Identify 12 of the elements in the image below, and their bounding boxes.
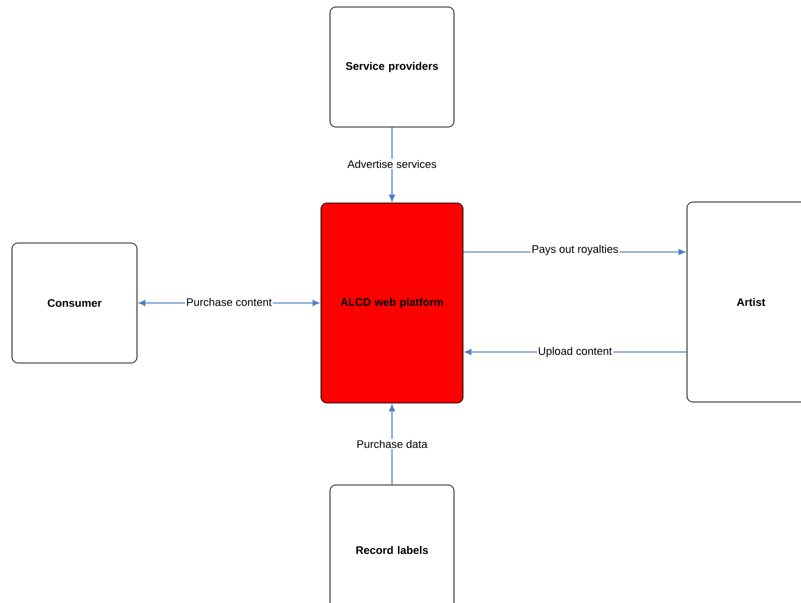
process-box: Service providers (330, 6, 454, 128)
arrow (389, 127, 396, 202)
process-box: Record labels (330, 484, 454, 603)
arrow (389, 404, 396, 485)
process-box: Consumer (12, 242, 138, 364)
process-box: ALCD web platform (320, 202, 464, 404)
edge-label: Purchase content (185, 296, 273, 308)
process-box: Artist (686, 202, 801, 402)
edge-label: Pays out royalties (530, 244, 620, 256)
edge-label: Purchase data (356, 438, 428, 450)
edge-label: Upload content (537, 346, 613, 358)
edge-label: Advertise services (346, 158, 438, 170)
